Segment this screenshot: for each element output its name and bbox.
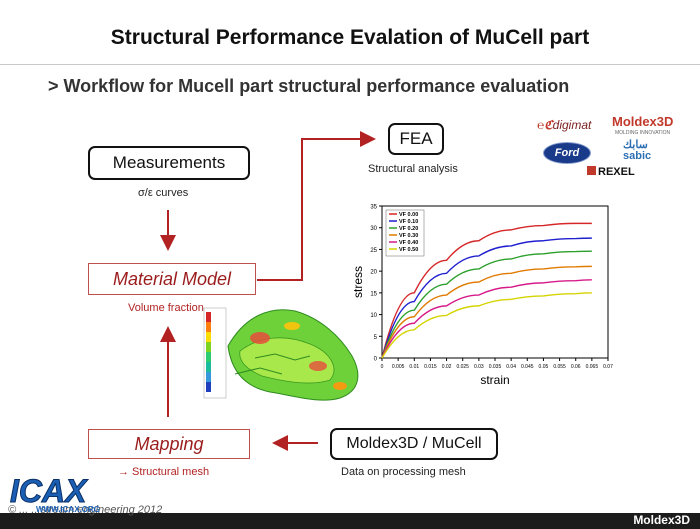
x-tick-label: 0.02 — [442, 364, 452, 370]
x-tick-label: 0.055 — [553, 364, 566, 370]
y-tick-label: 30 — [370, 226, 377, 232]
material-model-label: Material Model — [112, 269, 232, 289]
x-tick-label: 0.01 — [409, 364, 419, 370]
arrow-model-to-fea — [257, 131, 376, 281]
stress-strain-chart: 0 5 10 15 20 25 30 35 0 0.005 0.01 0.015 0.02 0.025 0.… — [351, 205, 613, 388]
measurements-caption: σ/ε curves — [138, 187, 189, 199]
icax-watermark-text: ICAX — [10, 473, 88, 509]
x-tick-label: 0.03 — [474, 364, 484, 370]
series-line-vf-0-40 — [381, 279, 592, 359]
material-model-box: Material Model — [88, 263, 256, 295]
x-axis-label: strain — [480, 373, 509, 387]
partner-logos: ℮ℭdigimat Moldex3D MOLDING INNOVATION Fo… — [535, 112, 685, 192]
sabic-logo: سابك sabic — [623, 139, 652, 162]
y-axis-label: stress — [351, 266, 365, 298]
footer-brand: Moldex3D — [633, 513, 690, 527]
x-tick-label: 0.015 — [424, 364, 437, 370]
digimat-logo: ℮ℭdigimat — [537, 118, 592, 132]
moldex-mucell-caption: Data on processing mesh — [341, 466, 466, 478]
footer-bar — [0, 513, 700, 529]
moldex-mucell-label: Moldex3D / MuCell — [346, 435, 482, 452]
rexel-logo: REXEL — [587, 166, 635, 178]
x-tick-label: 0 — [381, 364, 384, 370]
fea-caption: Structural analysis — [368, 163, 458, 175]
y-tick-label: 20 — [370, 270, 377, 276]
y-tick-label: 5 — [374, 335, 378, 341]
series-line-vf-0-30 — [381, 265, 592, 359]
moldex3d-logo: Moldex3D — [612, 114, 674, 129]
legend-label: VF 0.30 — [399, 233, 418, 239]
moldex3d-tagline: MOLDING INNOVATION — [615, 130, 671, 136]
y-tick-label: 10 — [370, 313, 377, 319]
slide-title: Structural Performance Evalation of MuCe… — [110, 26, 590, 49]
legend-label: VF 0.00 — [399, 212, 418, 218]
x-tick-label: 0.035 — [489, 364, 502, 370]
series-line-vf-0-10 — [381, 237, 592, 359]
x-tick-label: 0.025 — [456, 364, 469, 370]
series-line-vf-0-00 — [381, 222, 592, 359]
x-tick-label: 0.065 — [586, 364, 599, 370]
y-tick-label: 15 — [370, 291, 377, 297]
series-line-vf-0-20 — [381, 250, 592, 359]
y-tick-label: 0 — [374, 357, 378, 363]
icax-watermark-url: WWW.ICAX.ORG — [36, 505, 100, 514]
x-tick-label: 0.04 — [506, 364, 516, 370]
mapping-caption: → Structural mesh — [118, 466, 210, 478]
title-divider — [0, 64, 700, 65]
fea-label: FEA — [399, 129, 433, 148]
x-tick-label: 0.005 — [392, 364, 405, 370]
measurements-box: Measurements — [88, 146, 250, 180]
mapping-box: Mapping — [88, 429, 250, 459]
simulation-result-image — [203, 307, 359, 401]
x-tick-label: 0.05 — [539, 364, 549, 370]
x-tick-label: 0.07 — [603, 364, 613, 370]
legend-label: VF 0.10 — [399, 219, 418, 225]
icax-watermark-logo: ICAX WWW.ICAX.ORG — [10, 473, 101, 515]
legend-label: VF 0.40 — [399, 240, 418, 246]
material-model-caption: Volume fraction — [128, 302, 204, 314]
measurements-label: Measurements — [112, 153, 226, 172]
moldex-mucell-box: Moldex3D / MuCell — [330, 428, 498, 460]
x-tick-label: 0.045 — [521, 364, 534, 370]
y-tick-label: 25 — [370, 248, 377, 254]
ford-logo: Ford — [543, 142, 591, 164]
y-tick-label: 35 — [370, 205, 377, 211]
mapping-label: Mapping — [134, 434, 204, 454]
legend-label: VF 0.50 — [399, 247, 418, 253]
x-tick-label: 0.06 — [571, 364, 581, 370]
slide-subtitle: > Workflow for Mucell part structural pe… — [48, 76, 570, 96]
copyright-text: © ... ...stream engineering 2012 — [8, 504, 163, 516]
fea-box: FEA — [388, 123, 444, 155]
series-line-vf-0-50 — [381, 292, 592, 359]
legend-label: VF 0.20 — [399, 226, 418, 232]
